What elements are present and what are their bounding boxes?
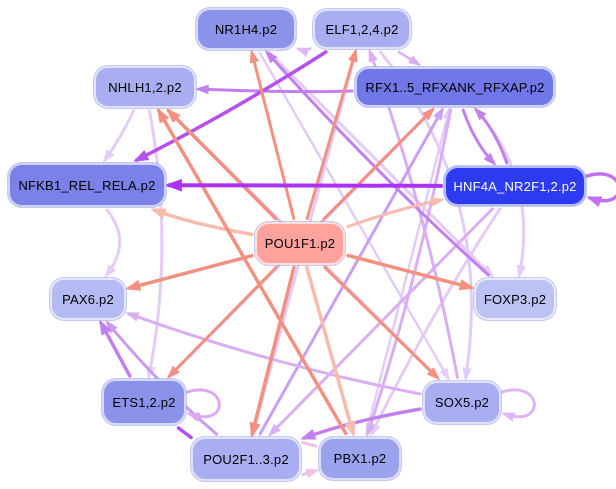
node-nr1h4[interactable]: NR1H4.p2: [196, 8, 296, 50]
edge-pou1f1-ets: [168, 266, 278, 378]
edge-pou1f1-foxp3-arrowhead: [458, 279, 475, 291]
edge-pou1f1-rfx: [322, 108, 434, 220]
edge-sox5-pax6: [127, 312, 422, 396]
edge-pou1f1-sox5-arrowhead: [426, 367, 440, 381]
edge-loop-ets: [182, 388, 221, 419]
edge-pou1f1-pax6: [127, 253, 254, 290]
edge-pou1f1-pbx1: [305, 265, 355, 436]
edge-rfx-hnf4a-arrowhead: [483, 152, 497, 166]
edge-hnf4a-nfkb-arrowhead: [165, 178, 182, 192]
node-pou2f1-3[interactable]: POU2F1..3.p2: [191, 437, 301, 481]
node-pax6[interactable]: PAX6.p2: [50, 278, 126, 320]
edge-pou2f-pbx1-arrowhead: [305, 468, 320, 479]
node-pou1f1[interactable]: POU1F1.p2: [255, 221, 345, 265]
node-hnf4a-nr2f1-2[interactable]: HNF4A_NR2F1,2.p2: [444, 166, 586, 206]
edge-nr1h4-sox5-arrowhead: [439, 367, 450, 381]
edge-elf-nr1h4-arrowhead: [295, 47, 310, 57]
edge-sox5-pax6-arrowhead: [125, 312, 140, 322]
edge-pbx1-nhlh-arrowhead: [156, 107, 170, 124]
edge-pou1f1-pou2f: [250, 265, 296, 436]
edge-pou1f1-nfkb: [152, 208, 254, 237]
edge-sox5-pou2f: [302, 407, 422, 440]
edge-pou2f-pax6-arrowhead: [105, 319, 118, 334]
edge-loop-sox5-arrowhead: [501, 412, 516, 422]
edge-pou1f1-nhlh-arrowhead: [166, 108, 181, 123]
edge-nhlh-nfkb-arrowhead: [102, 149, 115, 164]
node-sox5[interactable]: SOX5.p2: [423, 380, 501, 424]
node-pbx1[interactable]: PBX1.p2: [319, 436, 401, 480]
edge-elf-nfkb-arrowhead: [133, 149, 150, 162]
node-nfkb1-rel-rela[interactable]: NFKB1_REL_RELA.p2: [8, 163, 166, 207]
edge-loop-sox5: [497, 388, 536, 419]
node-rfx[interactable]: RFX1..5_RFXANK_RFXAP.p2: [355, 67, 555, 107]
edge-pou1f1-nfkb-arrowhead: [150, 208, 167, 220]
edge-loop-ets-arrowhead: [186, 412, 201, 422]
edge-elf-nfkb: [135, 50, 328, 162]
edge-pou1f1-rfx-arrowhead: [421, 107, 435, 121]
edge-ets-pax6-arrowhead: [99, 319, 112, 336]
edge-hnf4a-rfx-arrowhead: [473, 107, 487, 121]
edge-pou1f1-hnf4a-arrowhead: [430, 197, 445, 207]
edge-elf-sox5-arrowhead: [462, 367, 472, 382]
edge-nfkb-pax6-arrowhead: [104, 264, 117, 279]
edge-pou1f1-nr1h4: [250, 51, 296, 220]
edge-pou2f-rfx-arrowhead: [433, 106, 445, 121]
node-nhlh1-2[interactable]: NHLH1,2.p2: [94, 66, 196, 108]
node-elf1-2-4[interactable]: ELF1,2,4.p2: [313, 9, 411, 49]
edge-foxp3-nr1h4-arrowhead: [264, 50, 278, 64]
edge-nr1h4-foxp3-arrowhead: [480, 264, 494, 278]
edge-pou2f-rfx: [258, 108, 444, 436]
edge-pbx1-pou2f: [301, 441, 318, 448]
edge-sox5-pou2f-arrowhead: [300, 428, 317, 440]
edge-hnf4a-pbx1: [370, 207, 502, 435]
edge-pou1f1-pbx1-arrowhead: [344, 421, 356, 438]
edge-sox5-elf-arrowhead: [368, 48, 378, 63]
node-foxp3[interactable]: FOXP3.p2: [474, 278, 556, 320]
edge-pou1f1-pax6-arrowhead: [125, 279, 142, 291]
edge-pou1f1-elf: [305, 50, 357, 220]
edge-rfx-pbx1-arrowhead: [366, 422, 376, 438]
edge-hnf4a-nfkb: [167, 183, 443, 188]
edge-pou1f1-ets-arrowhead: [166, 365, 180, 379]
edge-rfx-nhlh-arrowhead: [195, 84, 209, 95]
edge-pou1f1-foxp3: [346, 253, 473, 290]
edge-pou1f1-elf-arrowhead: [348, 48, 358, 63]
edge-loop-hnf4a-arrowhead: [586, 196, 603, 208]
edge-pou1f1-nhlh: [167, 109, 278, 221]
edge-pou1f1-nr1h4-arrowhead: [249, 49, 260, 64]
edge-ets-pou2f: [176, 426, 193, 440]
edge-pou1f1-sox5: [323, 266, 439, 379]
edge-pou1f1-pou2f-arrowhead: [249, 421, 261, 438]
edge-hnf4a-pou2f-arrowhead: [267, 423, 281, 437]
edge-elf-rfx-arrowhead: [408, 55, 422, 67]
edge-loop-hnf4a: [582, 172, 616, 203]
node-ets1-2[interactable]: ETS1,2.p2: [102, 379, 186, 425]
edge-rfx-foxp3-arrowhead: [516, 264, 527, 279]
edge-pbx1-nhlh: [157, 109, 348, 436]
edge-rfx-nhlh: [197, 87, 354, 94]
edge-nhlh-ets: [147, 109, 164, 378]
